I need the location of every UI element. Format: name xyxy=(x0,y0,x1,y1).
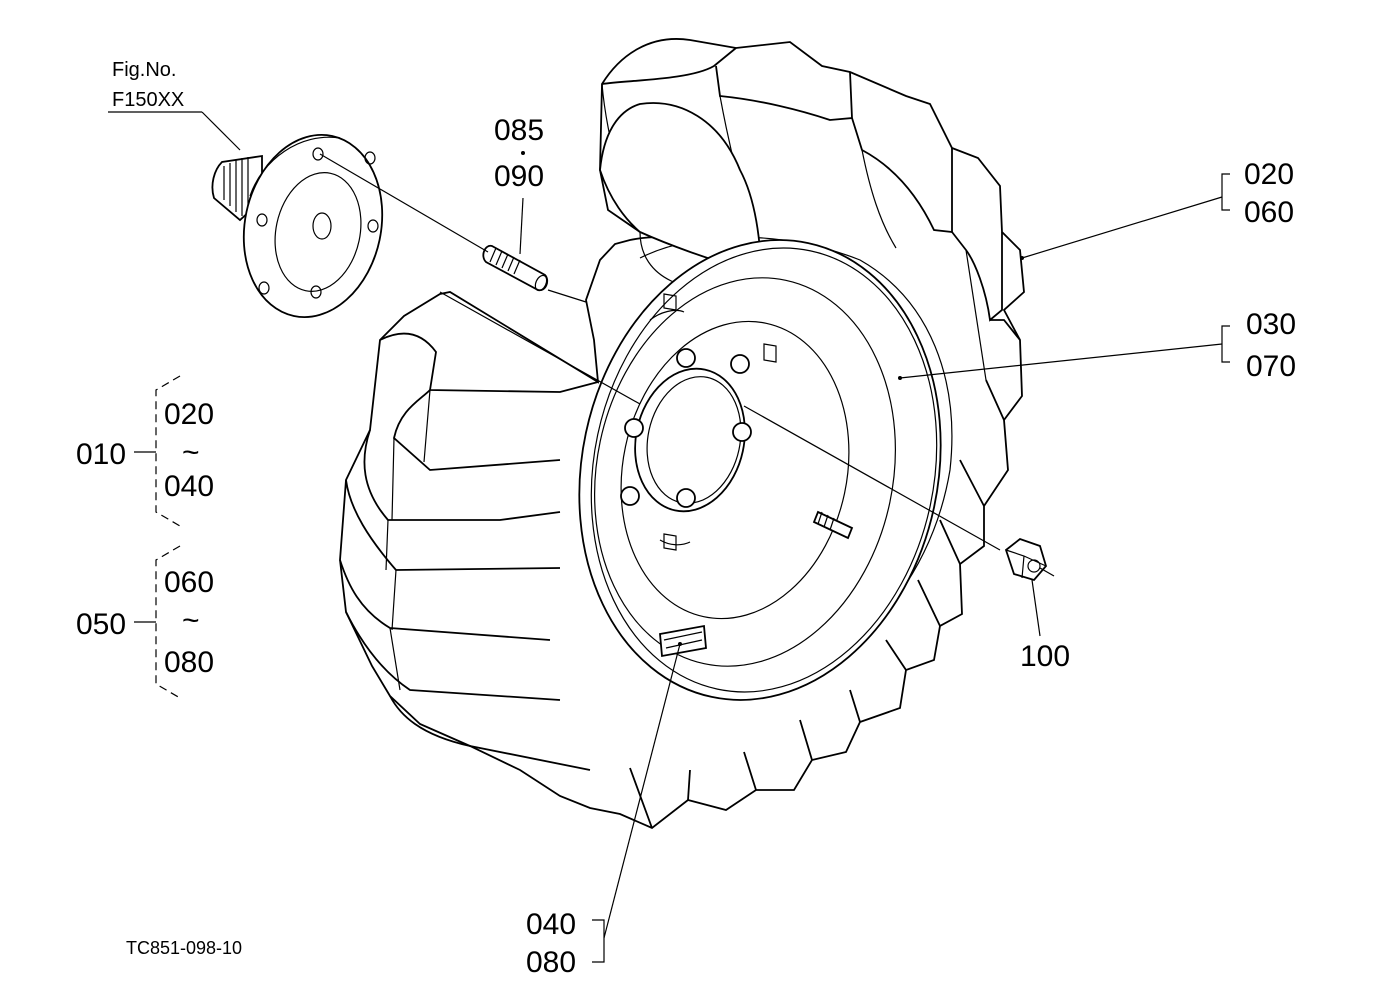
wheel-nut xyxy=(1004,537,1048,582)
callout-085: 085 xyxy=(494,114,544,147)
assembly-010-range: ~ xyxy=(182,436,200,469)
assembly-050-to: 080 xyxy=(164,646,214,679)
fig-no-value: F150XX xyxy=(112,89,184,111)
callout-030: 030 xyxy=(1246,308,1296,341)
callout-090: 090 xyxy=(494,160,544,193)
callout-020-top: 020 xyxy=(1244,158,1294,191)
assembly-010-to: 040 xyxy=(164,470,214,503)
assembly-050-range: ~ xyxy=(182,604,200,637)
hub-flange xyxy=(211,134,384,318)
assembly-050-from: 060 xyxy=(164,566,214,599)
leader-lines xyxy=(108,111,1230,963)
callout-060-top: 060 xyxy=(1244,196,1294,229)
assembly-bracket-010 xyxy=(134,375,181,527)
drawing-code: TC851-098-10 xyxy=(126,938,242,958)
assembly-bracket-050 xyxy=(134,545,181,699)
assembly-010-from: 020 xyxy=(164,398,214,431)
callout-080-bottom: 080 xyxy=(526,946,576,979)
assembly-050-id: 050 xyxy=(76,608,126,641)
callout-070: 070 xyxy=(1246,350,1296,383)
stud-bolt xyxy=(482,244,549,292)
callout-100: 100 xyxy=(1020,640,1070,673)
wheel-rim xyxy=(578,239,942,701)
assembly-010-id: 010 xyxy=(76,438,126,471)
callout-040-bottom: 040 xyxy=(526,908,576,941)
fig-no-label: Fig.No. xyxy=(112,59,176,81)
